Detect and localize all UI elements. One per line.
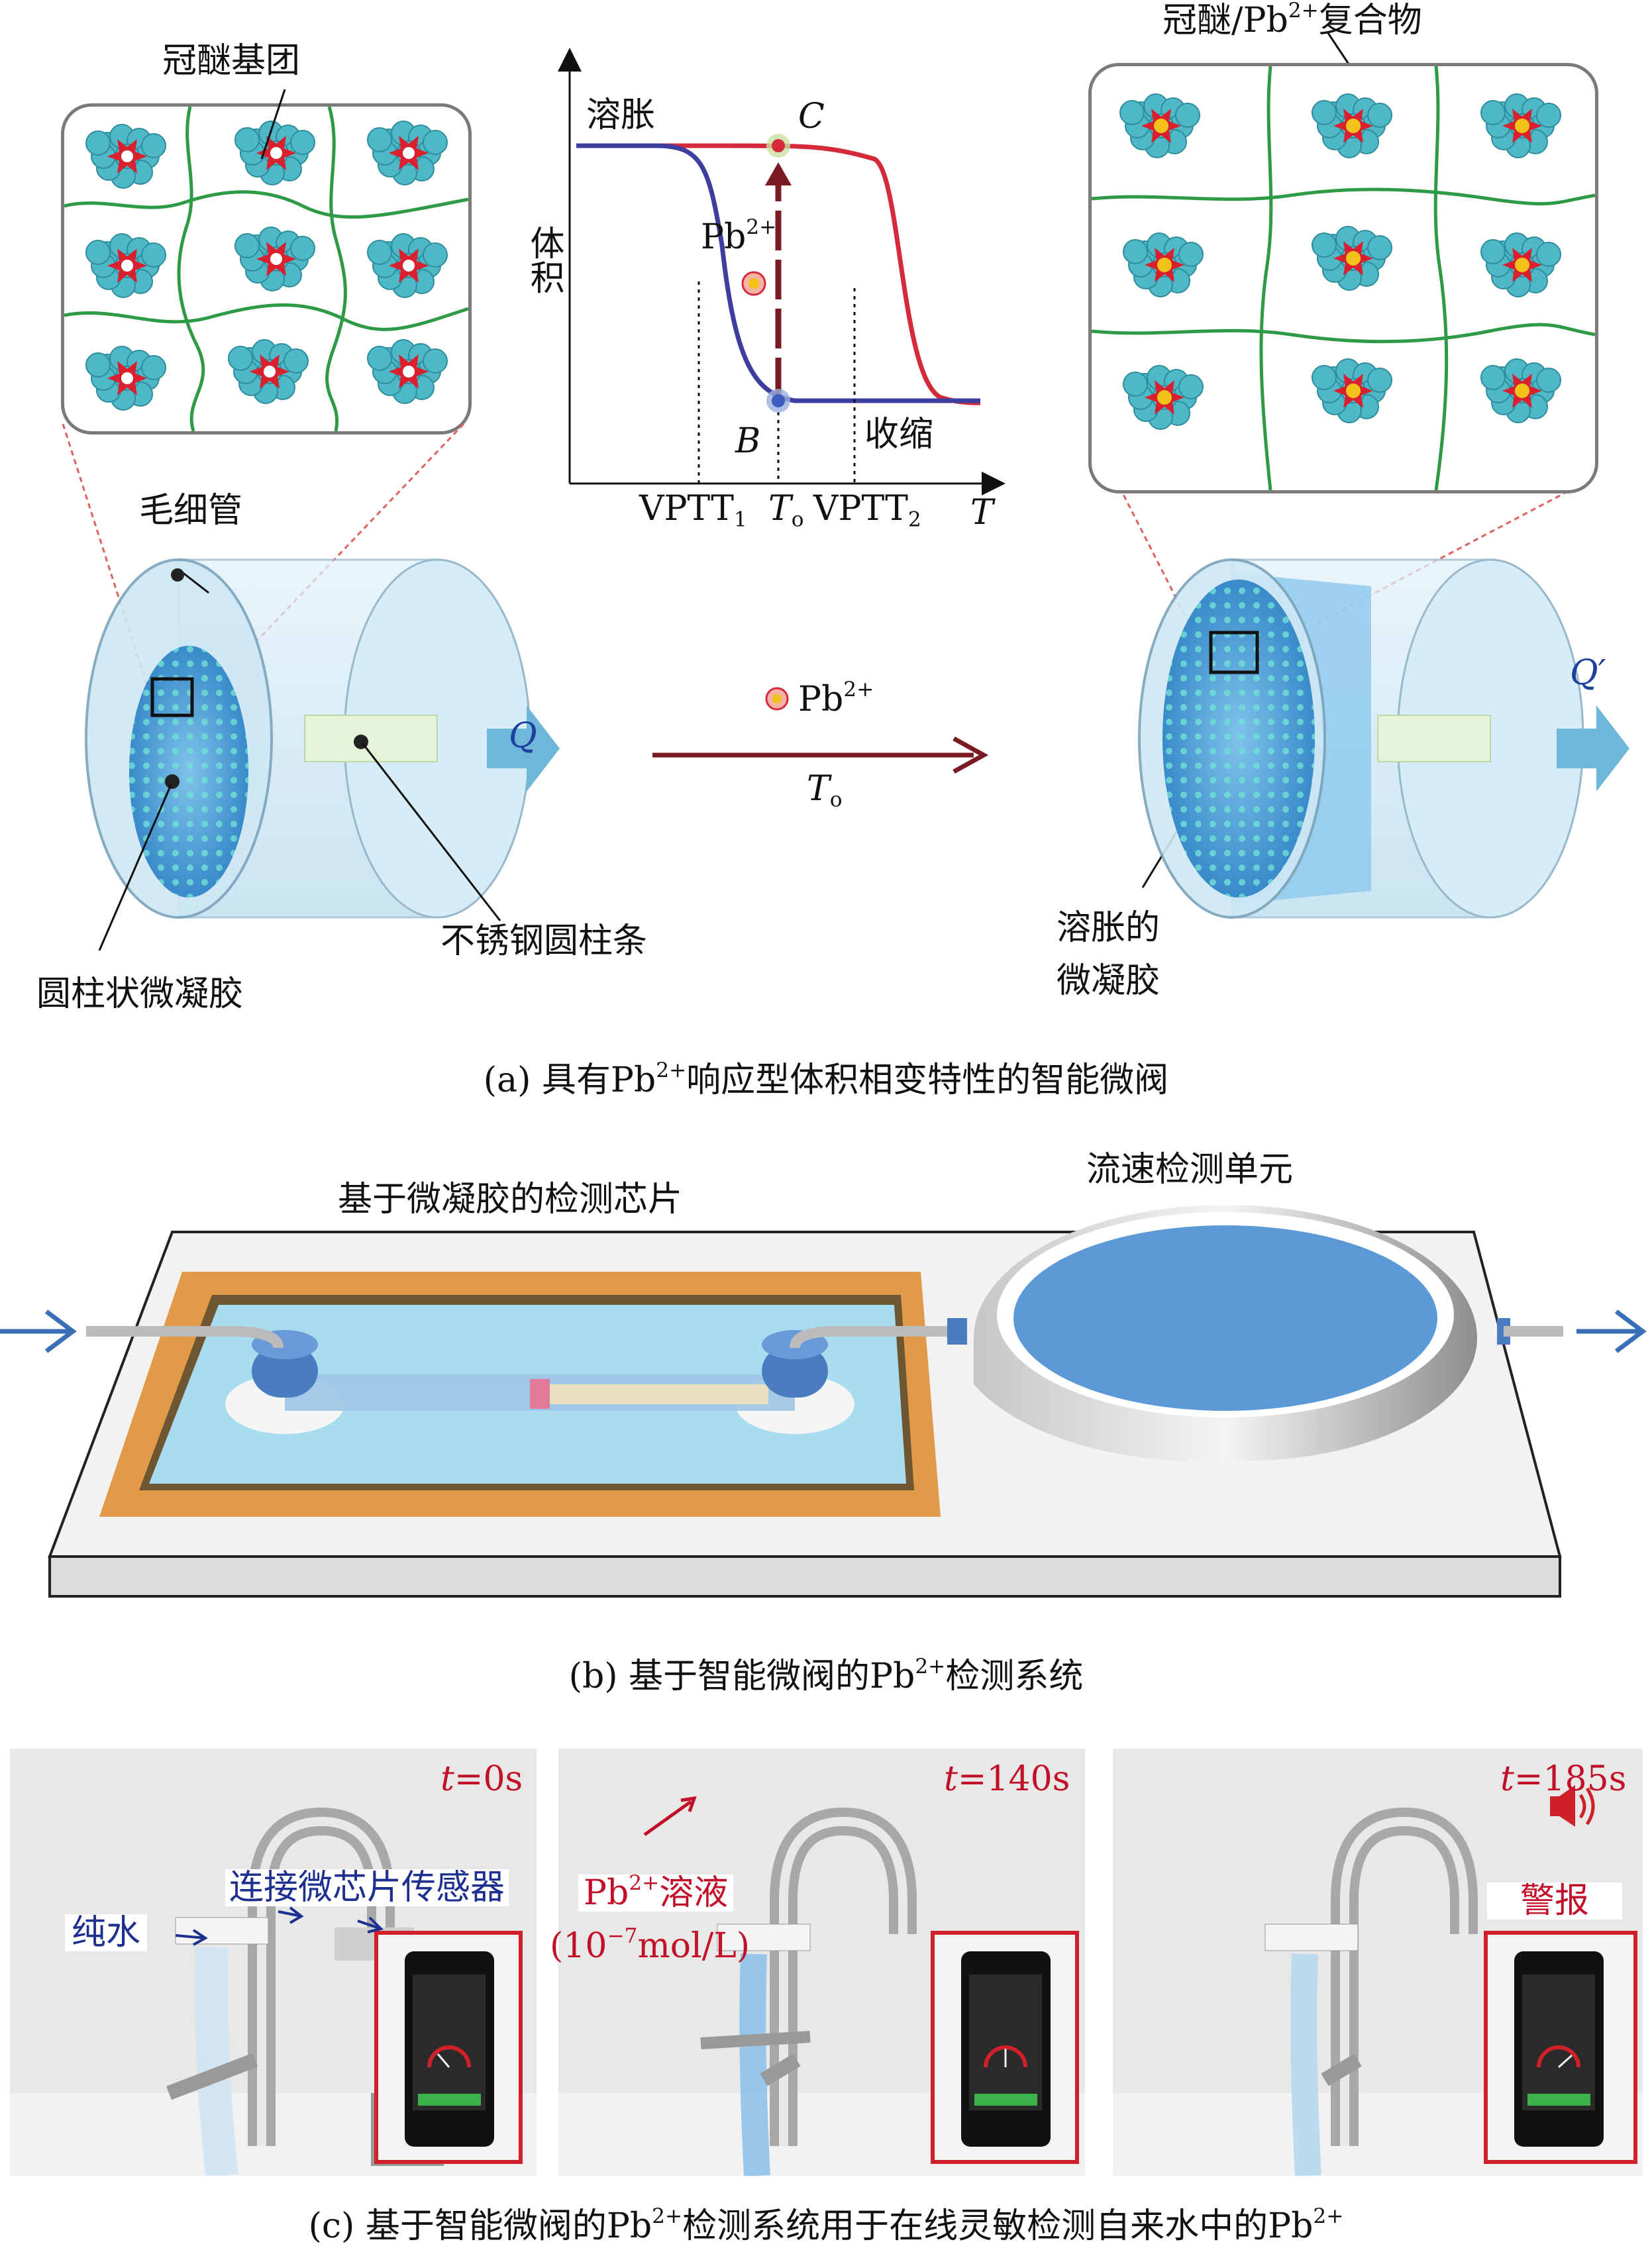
alarm-speaker-icon <box>1550 1785 1595 1827</box>
phone-screen-3 <box>1484 1931 1637 2164</box>
crown-ether-cluster <box>85 346 166 411</box>
caption-c: (c) 基于智能微阀的Pb2+检测系统用于在线灵敏检测自来水中的Pb2+ <box>308 2204 1344 2246</box>
time-label-2: t=140s <box>944 1759 1070 1799</box>
crown-ether-cluster <box>234 121 315 185</box>
complex-label: 冠醚/Pb2+复合物 <box>1162 0 1422 40</box>
point-b-marker <box>772 394 785 407</box>
pb-solution-label: Pb2+溶液 <box>578 1873 734 1912</box>
flow-unit-label: 流速检测单元 <box>1086 1150 1294 1190</box>
x-axis-label: T <box>970 493 994 533</box>
caption-b: (b) 基于智能微阀的Pb2+检测系统 <box>568 1655 1084 1696</box>
phone-screen-2 <box>931 1931 1079 2164</box>
alarm-label: 警报 <box>1487 1882 1623 1920</box>
crown-ether-cluster <box>367 233 448 298</box>
point-b-label: B <box>735 421 761 461</box>
y-axis-label: 体积 <box>524 225 564 294</box>
right-capillary-valve <box>1133 540 1590 937</box>
volume-temperature-graph <box>530 46 1033 550</box>
crown-ether-cluster <box>228 339 309 404</box>
steel-rod-label: 不锈钢圆柱条 <box>440 921 648 961</box>
caption-a: (a) 具有Pb2+响应型体积相变特性的智能微阀 <box>483 1058 1169 1100</box>
pb-complex-cluster <box>1312 226 1392 291</box>
pb-complex-cluster <box>1123 232 1204 297</box>
left-capillary-valve <box>66 540 550 937</box>
flow-q-arrow <box>487 705 560 792</box>
connect-sensor-label: 连接微芯片传感器 <box>225 1869 509 1906</box>
capillary-label: 毛细管 <box>139 491 243 531</box>
shrink-label: 收缩 <box>864 415 934 454</box>
concentration-label: (10−7mol/L) <box>550 1924 750 1966</box>
flow-q2-arrow <box>1557 705 1629 792</box>
crown-ether-cluster <box>367 121 448 185</box>
right-network-inset <box>1088 63 1598 493</box>
to-tick: To <box>768 489 804 532</box>
flow-q-label: Q <box>509 716 537 756</box>
crown-ether-cluster <box>367 339 448 404</box>
point-c-marker <box>772 139 785 152</box>
transition-arrow-horizontal <box>652 736 989 774</box>
graph-ion-label: Pb2+ <box>701 215 777 257</box>
gauge-icon <box>984 2045 1027 2068</box>
point-c-label: C <box>798 97 825 136</box>
detection-chip-diagram <box>0 1205 1652 1616</box>
shrink-curve <box>576 143 980 403</box>
vptt2-tick: VPTT2 <box>813 489 921 532</box>
pb-complex-cluster <box>1480 232 1561 297</box>
pb-complex-cluster <box>1123 365 1204 430</box>
crown-ether-label: 冠醚基团 <box>162 41 301 81</box>
flow-q2-label: Q′ <box>1570 653 1606 693</box>
transition-ion-label: Pb2+ <box>798 678 874 719</box>
phone-screen-1 <box>374 1931 523 2164</box>
crown-ether-network <box>64 107 468 431</box>
crown-ether-cluster <box>85 233 166 298</box>
complex-network <box>1092 66 1595 490</box>
crown-ether-cluster <box>85 124 166 189</box>
time-label-3: t=185s <box>1500 1759 1627 1799</box>
pb-complex-cluster <box>1312 93 1392 158</box>
pb-complex-cluster <box>1480 358 1561 423</box>
left-network-inset <box>61 103 472 435</box>
time-label-1: t=0s <box>440 1759 523 1799</box>
pb-complex-cluster <box>1480 93 1561 158</box>
vptt1-tick: VPTT1 <box>639 489 747 532</box>
swell-label: 溶胀 <box>586 95 656 135</box>
pb-complex-cluster <box>1312 358 1392 423</box>
transition-temp-label: To <box>807 769 843 812</box>
pb-complex-cluster <box>1119 93 1200 158</box>
pure-water-label: 纯水 <box>65 1914 148 1951</box>
cylinder-gel-label: 圆柱状微凝胶 <box>36 974 244 1014</box>
gauge-icon <box>1537 2045 1580 2069</box>
swollen-gel-label-1: 溶胀的 <box>1057 908 1161 948</box>
chip-label: 基于微凝胶的检测芯片 <box>338 1180 683 1219</box>
ion-icon <box>765 687 789 711</box>
gauge-icon <box>427 2045 471 2068</box>
swollen-gel-label-2: 微凝胶 <box>1057 961 1161 1001</box>
crown-ether-cluster <box>234 227 315 291</box>
